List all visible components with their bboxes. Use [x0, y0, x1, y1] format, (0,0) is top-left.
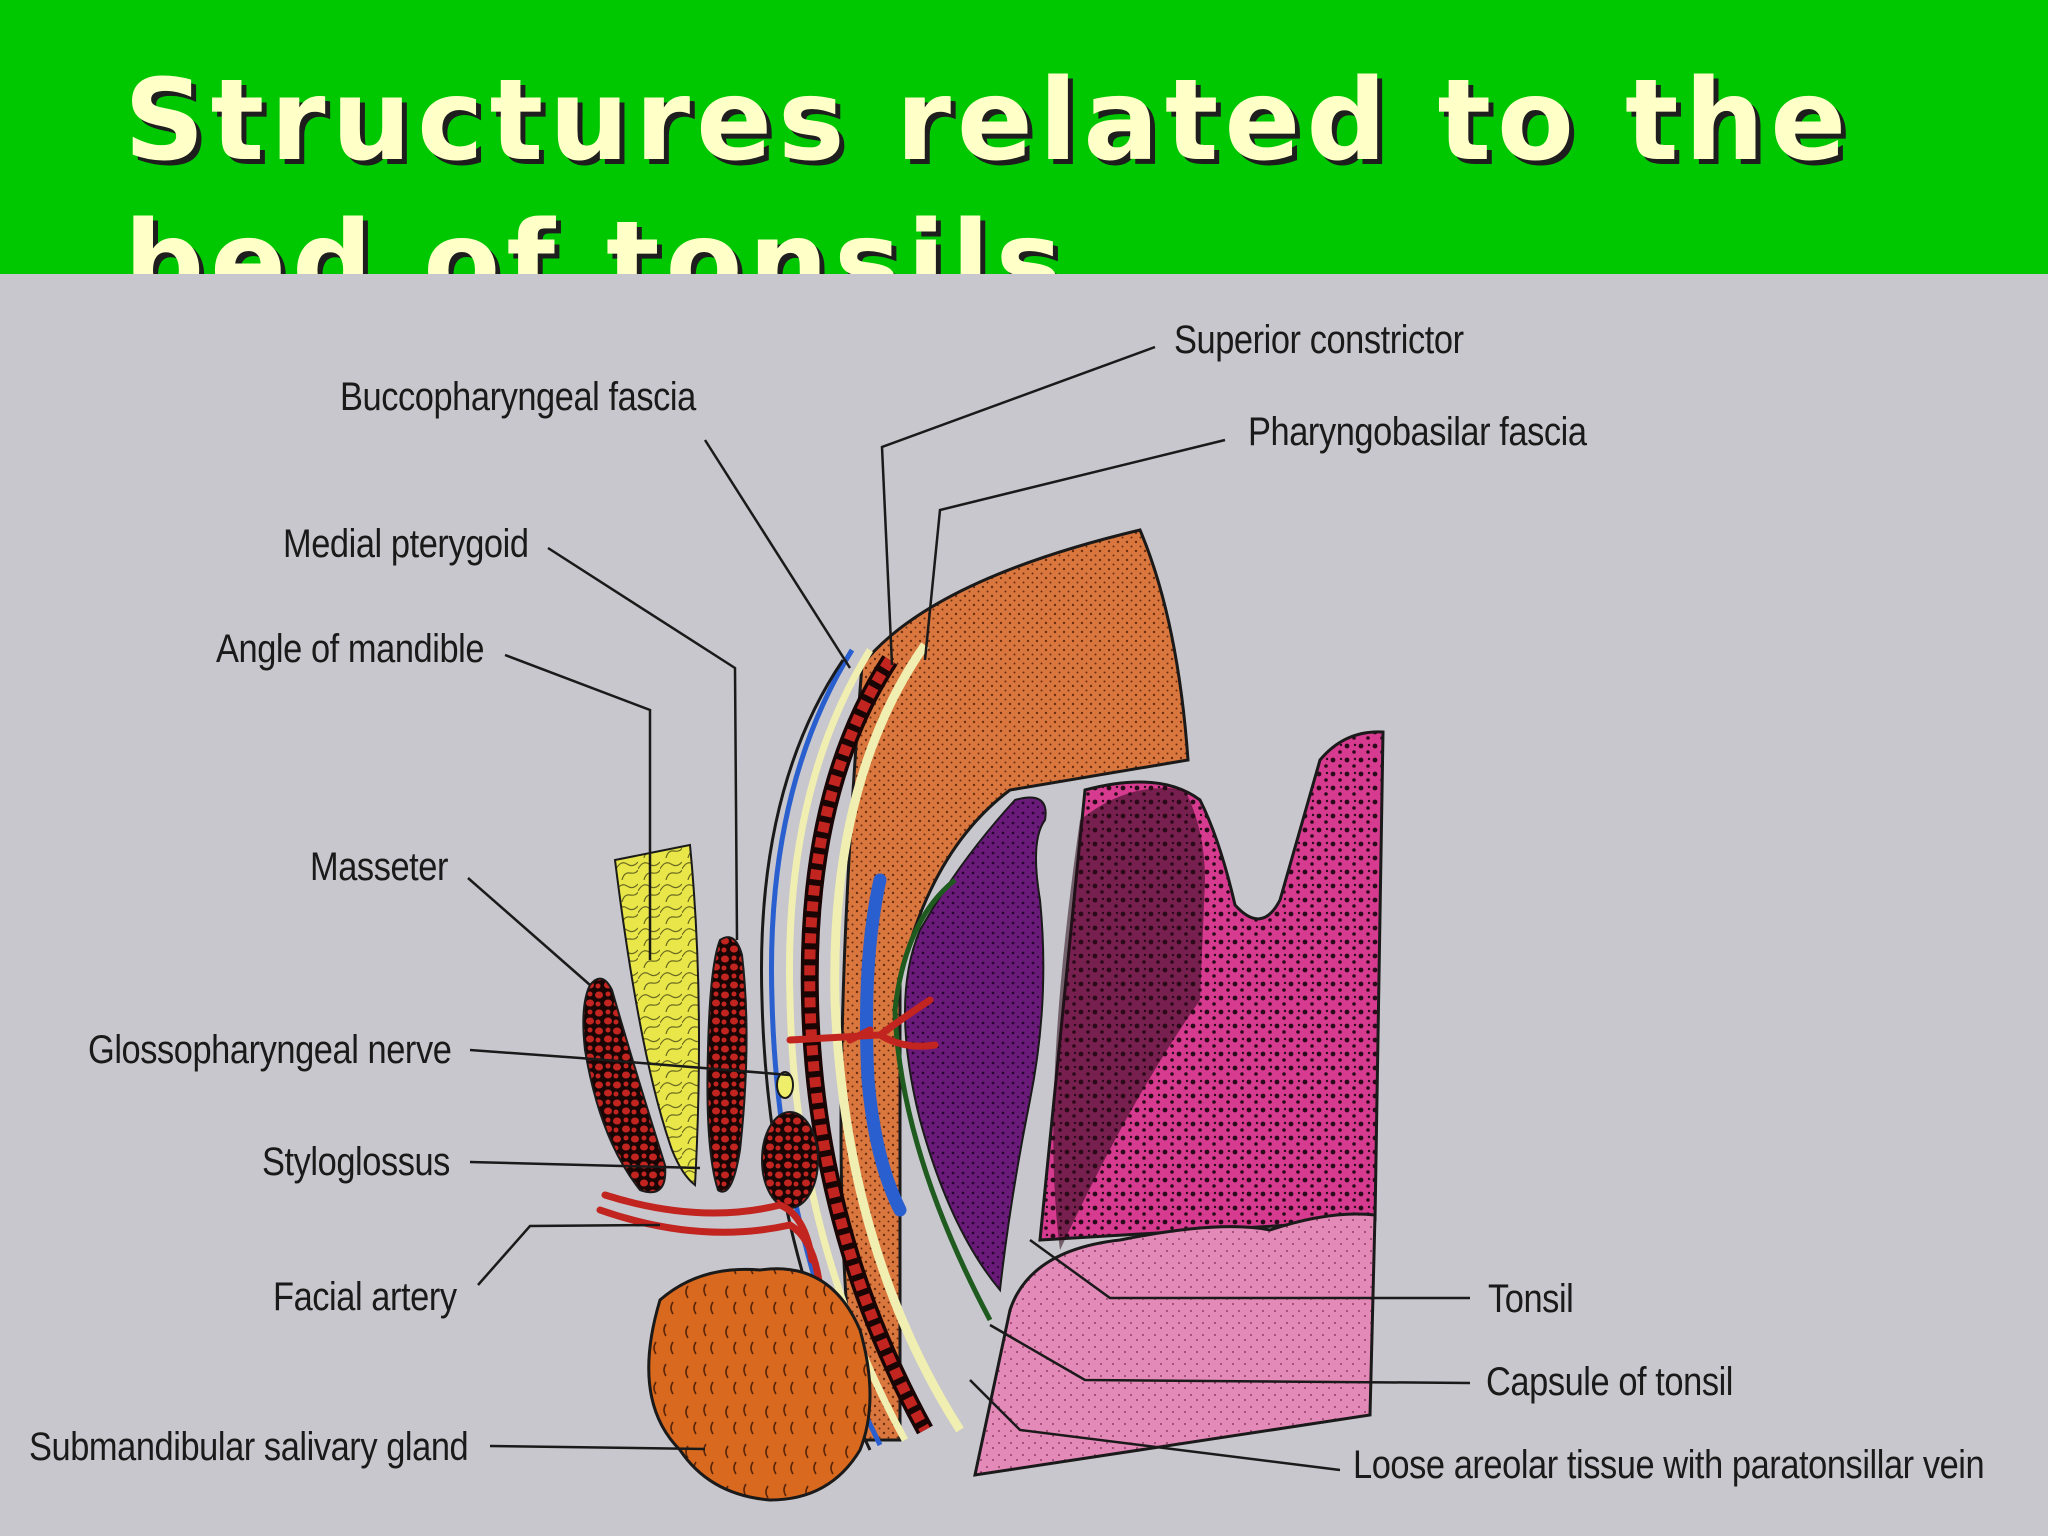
pharyngobasilar-fascia-band [830, 642, 964, 1433]
facial-artery-shape [596, 996, 939, 1294]
label-medial-pterygoid: Medial pterygoid [283, 522, 529, 566]
tonsil-dark-region [1053, 788, 1205, 1250]
angle-of-mandible-shape [706, 936, 748, 1193]
paratonsillar-vein [860, 873, 907, 1217]
label-masseter: Masseter [310, 845, 449, 889]
label-loose-areolar-tissue: Loose areolar tissue with paratonsillar … [1353, 1443, 1985, 1487]
styloglossus-shape [761, 1111, 819, 1209]
glossopharyngeal-nerve-shape [776, 1071, 794, 1099]
label-submandibular-gland: Submandibular salivary gland [29, 1425, 469, 1469]
medial-pterygoid-shape [613, 843, 700, 1187]
leader-lines [467, 345, 1471, 1472]
slide-header: Structures related to the bed of tonsils [0, 0, 2048, 274]
superior-constrictor-mass [839, 528, 1190, 1442]
masseter-shape [582, 977, 667, 1194]
label-glossopharyngeal-nerve: Glossopharyngeal nerve [88, 1028, 452, 1072]
label-pharyngobasilar-fascia: Pharyngobasilar fascia [1248, 410, 1587, 454]
submandibular-gland-shape [647, 1267, 872, 1502]
superior-constrictor-band [800, 655, 933, 1435]
label-facial-artery: Facial artery [273, 1275, 457, 1319]
label-tonsil: Tonsil [1488, 1277, 1574, 1321]
label-buccopharyngeal-fascia: Buccopharyngeal fascia [340, 375, 696, 419]
label-capsule-of-tonsil: Capsule of tonsil [1486, 1360, 1734, 1404]
tonsil-purple-body [904, 796, 1047, 1293]
slide-title: Structures related to the bed of tonsils [124, 56, 1853, 274]
lower-pink-region [973, 1212, 1377, 1477]
label-styloglossus: Styloglossus [262, 1140, 450, 1184]
label-superior-constrictor: Superior constrictor [1174, 318, 1464, 362]
label-angle-of-mandible: Angle of mandible [216, 627, 485, 671]
